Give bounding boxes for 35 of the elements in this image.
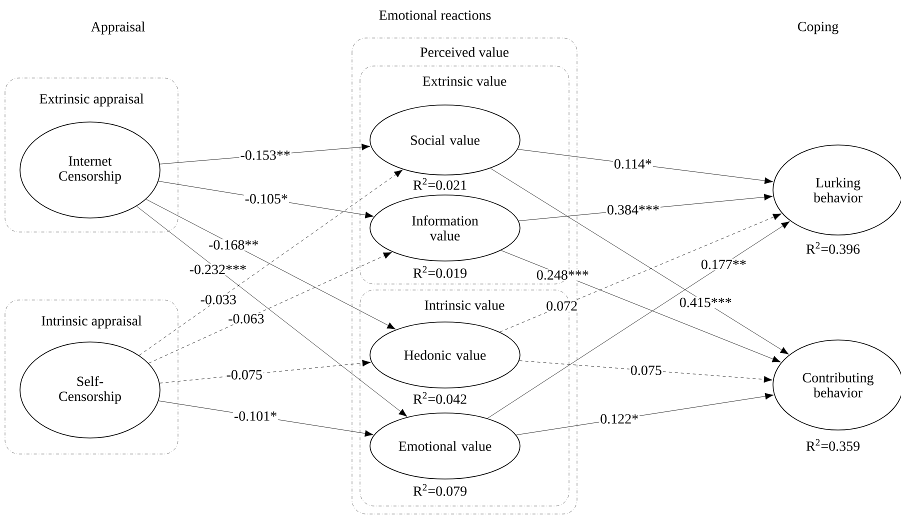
arrow (148, 252, 392, 364)
arrow (519, 360, 772, 383)
edge-label: -0.105* (244, 193, 289, 205)
r-squared-label: R$^{2}$=0.359 (804, 438, 862, 452)
edge-label: 0.415*** (678, 296, 733, 308)
arrow (136, 206, 408, 417)
arrow (490, 168, 789, 354)
arrow (146, 199, 396, 330)
edge-label: 0.248*** (535, 269, 590, 281)
edge-label: -0.033 (199, 294, 238, 306)
edge-label: -0.168** (208, 239, 260, 251)
edge-label: 0.384*** (606, 204, 660, 216)
column-heading: Emotional reactions (379, 10, 491, 20)
edge-label: -0.232*** (188, 264, 248, 276)
r-squared-label: R$^{2}$=0.021 (412, 177, 468, 191)
arrow (500, 250, 781, 362)
column-heading: Coping (798, 22, 838, 34)
arrow (500, 214, 782, 332)
r-squared-label: R$^{2}$=0.079 (412, 483, 468, 497)
edge-label: -0.075 (225, 369, 264, 381)
edge-label: 0.177** (700, 258, 748, 270)
edge-label: -0.101* (232, 410, 278, 422)
column-heading: Appraisal (90, 22, 145, 34)
r-squared-label: R$^{2}$=0.396 (804, 241, 862, 255)
edge-label: 0.114* (612, 158, 653, 170)
r-squared-label: R$^{2}$=0.042 (412, 391, 468, 405)
edge-label: 0.072 (545, 300, 579, 312)
edge-label: -0.063 (227, 312, 266, 324)
arrow (138, 170, 403, 356)
arrow (487, 221, 790, 419)
edge-label: 0.075 (629, 364, 663, 376)
edge-label: 0.122* (599, 413, 640, 425)
r-squared-label: R$^{2}$=0.019 (412, 265, 468, 279)
arrow (160, 360, 371, 384)
edge-label: -0.153** (239, 149, 292, 161)
